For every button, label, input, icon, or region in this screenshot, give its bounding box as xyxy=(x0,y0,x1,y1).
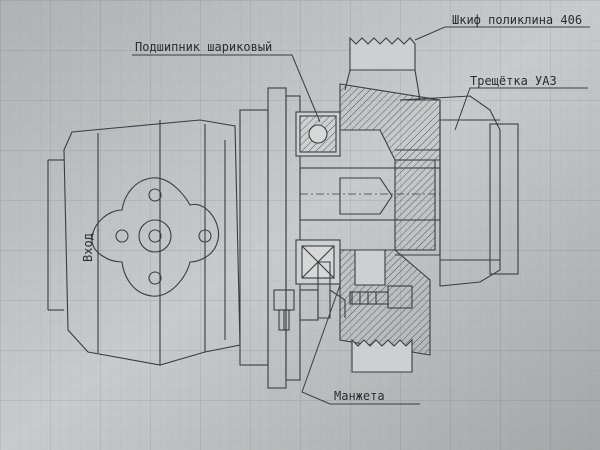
bolt-hole xyxy=(148,271,162,285)
bolt-hole xyxy=(148,188,162,202)
ball-bearing xyxy=(295,111,341,157)
leader-lines xyxy=(132,26,590,405)
bolt-hole xyxy=(198,229,212,243)
bolt-hole xyxy=(115,229,129,243)
label-seal: Манжета xyxy=(334,389,385,403)
pump-housing xyxy=(63,119,241,366)
label-bearing: Подшипник шариковый xyxy=(135,40,272,54)
inlet-flange xyxy=(91,177,220,297)
label-pulley: Шкиф поликлина 406 xyxy=(452,13,582,27)
label-ratchet: Трещётка УАЗ xyxy=(470,74,557,88)
poly-v-pulley xyxy=(344,36,421,373)
label-inlet: Вход xyxy=(81,233,95,262)
bolt xyxy=(273,289,295,331)
mechanism-drawing xyxy=(47,36,519,389)
bolt xyxy=(349,285,413,309)
